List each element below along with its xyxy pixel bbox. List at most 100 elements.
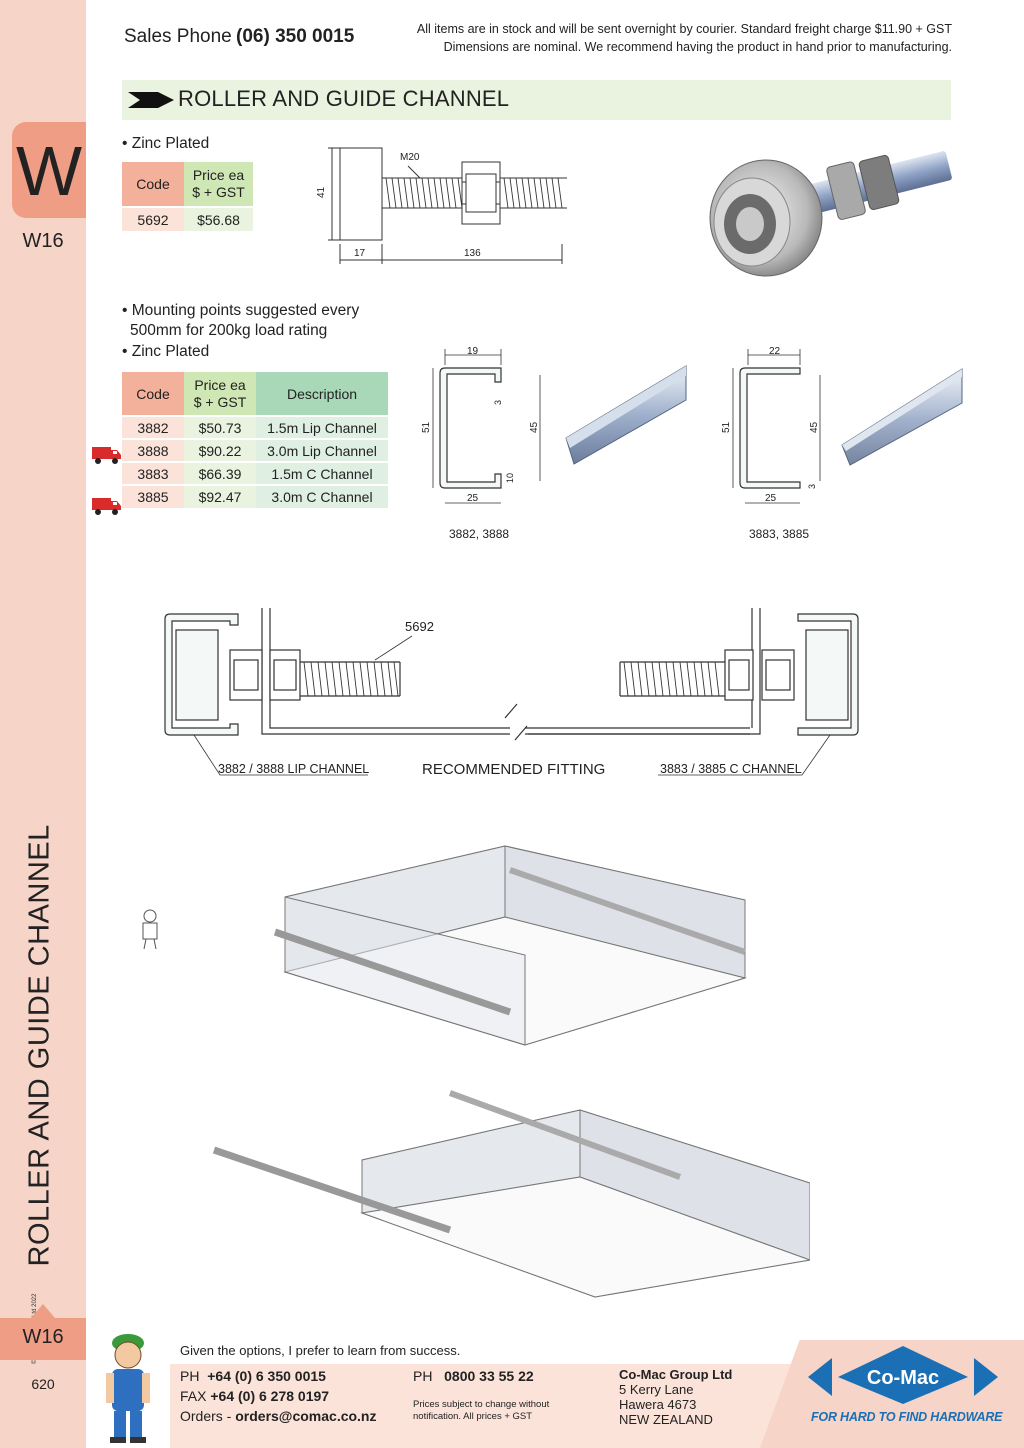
dim-thread: M20 <box>400 152 420 163</box>
header-description: Description <box>256 372 388 416</box>
channel-bullet-mounting: • Mounting points suggested every <box>122 302 360 319</box>
dim-bottom: 25 <box>467 493 479 504</box>
freight-truck-icon <box>92 447 121 464</box>
dim-inner: 45 <box>809 421 820 433</box>
channel-bullet-mounting-cont: 500mm for 200kg load rating <box>130 322 328 339</box>
cell-price: $66.39 <box>184 461 256 485</box>
page-number: 620 <box>31 1376 55 1392</box>
price-note-line: notification. All prices + GST <box>413 1411 533 1422</box>
dim-top: 22 <box>769 346 781 357</box>
fitting-center-label: RECOMMENDED FITTING <box>422 761 606 778</box>
address-line: NEW ZEALAND <box>619 1412 713 1427</box>
footer-freephone: PH 0800 33 55 22 <box>413 1366 534 1386</box>
dim-lip: 3 <box>493 400 503 405</box>
title-bar <box>122 80 951 120</box>
cell-code: 3883 <box>122 461 184 485</box>
dim-bottom-lip: 10 <box>505 473 515 483</box>
logo-slogan: FOR HARD TO FIND HARDWARE <box>811 1410 1003 1424</box>
cell-code: 3888 <box>122 438 184 462</box>
c-channel-photo <box>841 368 963 466</box>
address-line: Hawera 4673 <box>619 1397 697 1412</box>
fax-number: +64 (0) 6 278 0197 <box>210 1388 330 1404</box>
footer-tagline: Given the options, I prefer to learn fro… <box>180 1343 461 1358</box>
lip-channel-drawing: 19 51 45 3 10 25 3882, 3888 <box>421 346 541 541</box>
table-row: 3885 $92.47 3.0m C Channel <box>122 484 388 508</box>
channel-price-table: Code Price ea $ + GST Description 3882 $… <box>122 372 388 508</box>
price-note: Prices subject to change without notific… <box>413 1399 549 1423</box>
fax-label: FAX <box>180 1388 207 1404</box>
cell-code: 3885 <box>122 484 184 508</box>
header-code: Code <box>122 372 184 416</box>
header-price-line: $ + GST <box>192 184 245 200</box>
header-price-line: $ + GST <box>193 393 247 410</box>
section-tab-notch <box>31 1304 55 1318</box>
address-line: 5 Kerry Lane <box>619 1382 694 1397</box>
dim-width-b: 136 <box>464 248 481 259</box>
header-price-line: Price ea <box>192 167 245 183</box>
stock-notice: All items are in stock and will be sent … <box>392 20 952 56</box>
dim-top: 19 <box>467 346 479 357</box>
dim-inner: 45 <box>529 421 540 433</box>
header-price: Price ea $ + GST <box>184 162 253 207</box>
c-channel-drawing: 22 51 45 3 25 3883, 3885 <box>721 346 821 541</box>
part-callout: 5692 <box>405 619 434 634</box>
cell-code: 5692 <box>122 206 184 231</box>
recommended-fitting-drawing: 5692 <box>164 608 859 776</box>
section-letter: W <box>15 132 83 210</box>
channel-bullet-zinc: • Zinc Plated <box>122 343 210 360</box>
table-row: 3883 $66.39 1.5m C Channel <box>122 461 388 485</box>
ph2-number[interactable]: 0800 33 55 22 <box>444 1368 534 1384</box>
cell-description: 1.5m C Channel <box>256 461 388 485</box>
cell-price: $50.73 <box>184 415 256 439</box>
company-name: Co-Mac Group Ltd <box>619 1367 733 1382</box>
comac-logo[interactable]: Co-Mac <box>808 1344 998 1406</box>
notice-line: All items are in stock and will be sent … <box>416 22 952 36</box>
header-code: Code <box>122 162 184 207</box>
page-title: ROLLER AND GUIDE CHANNEL <box>178 86 510 111</box>
lip-channel-photo <box>565 365 687 465</box>
orders-label: Orders - <box>180 1408 232 1424</box>
drawing-caption: 3883, 3885 <box>749 527 809 541</box>
sidebar <box>0 0 86 1448</box>
notice-line: Dimensions are nominal. We recommend hav… <box>443 40 952 54</box>
table-row: 3882 $50.73 1.5m Lip Channel <box>122 415 388 439</box>
header-price-line: Price ea <box>194 376 246 393</box>
ph-label: PH <box>180 1368 200 1384</box>
sales-phone-number[interactable]: (06) 350 0015 <box>236 26 355 47</box>
roller-technical-drawing: 41 M20 17 136 <box>316 147 567 264</box>
dim-width-a: 17 <box>354 248 366 259</box>
ph-number[interactable]: +64 (0) 6 350 0015 <box>207 1368 326 1384</box>
roller-bolt-photo <box>709 151 952 277</box>
drawing-caption: 3882, 3888 <box>449 527 509 541</box>
dim-height: 51 <box>721 421 732 433</box>
company-address: Co-Mac Group Ltd 5 Kerry Lane Hawera 467… <box>619 1367 732 1427</box>
lip-channel-label: 3882 / 3888 LIP CHANNEL <box>218 762 370 776</box>
cell-description: 1.5m Lip Channel <box>256 415 388 439</box>
cell-price: $90.22 <box>184 438 256 462</box>
cell-code: 3882 <box>122 415 184 439</box>
header-price: Price ea $ + GST <box>184 372 256 416</box>
price-note-line: Prices subject to change without <box>413 1399 550 1410</box>
dim-lip: 3 <box>807 484 817 489</box>
c-channel-label: 3883 / 3885 C CHANNEL <box>660 762 802 776</box>
dim-height: 51 <box>421 421 432 433</box>
roller-price-table: Code Price ea $ + GST 5692 $56.68 <box>122 162 253 231</box>
footer-contact: PH +64 (0) 6 350 0015 FAX +64 (0) 6 278 … <box>180 1366 377 1426</box>
cell-description: 3.0m Lip Channel <box>256 438 388 462</box>
cell-description: 3.0m C Channel <box>256 484 388 508</box>
table-row: 3888 $90.22 3.0m Lip Channel <box>122 438 388 462</box>
mascot-small-icon <box>142 909 158 950</box>
dim-bottom: 25 <box>765 493 777 504</box>
arrow-icon <box>128 92 174 108</box>
orders-email-link[interactable]: orders@comac.co.nz <box>235 1408 377 1424</box>
sales-phone-label: Sales Phone <box>124 26 232 47</box>
logo-text: Co-Mac <box>867 1367 939 1389</box>
exploded-box-illustration <box>212 1090 810 1298</box>
section-code-bottom: W16 <box>22 1326 64 1348</box>
assembled-box-illustration <box>273 845 747 1046</box>
roller-bullet: • Zinc Plated <box>122 135 210 152</box>
section-code-bottom-tab <box>0 1318 86 1360</box>
cell-price: $56.68 <box>184 206 253 231</box>
vertical-section-title: ROLLER AND GUIDE CHANNEL <box>23 824 56 1267</box>
freight-truck-icon <box>92 498 121 515</box>
